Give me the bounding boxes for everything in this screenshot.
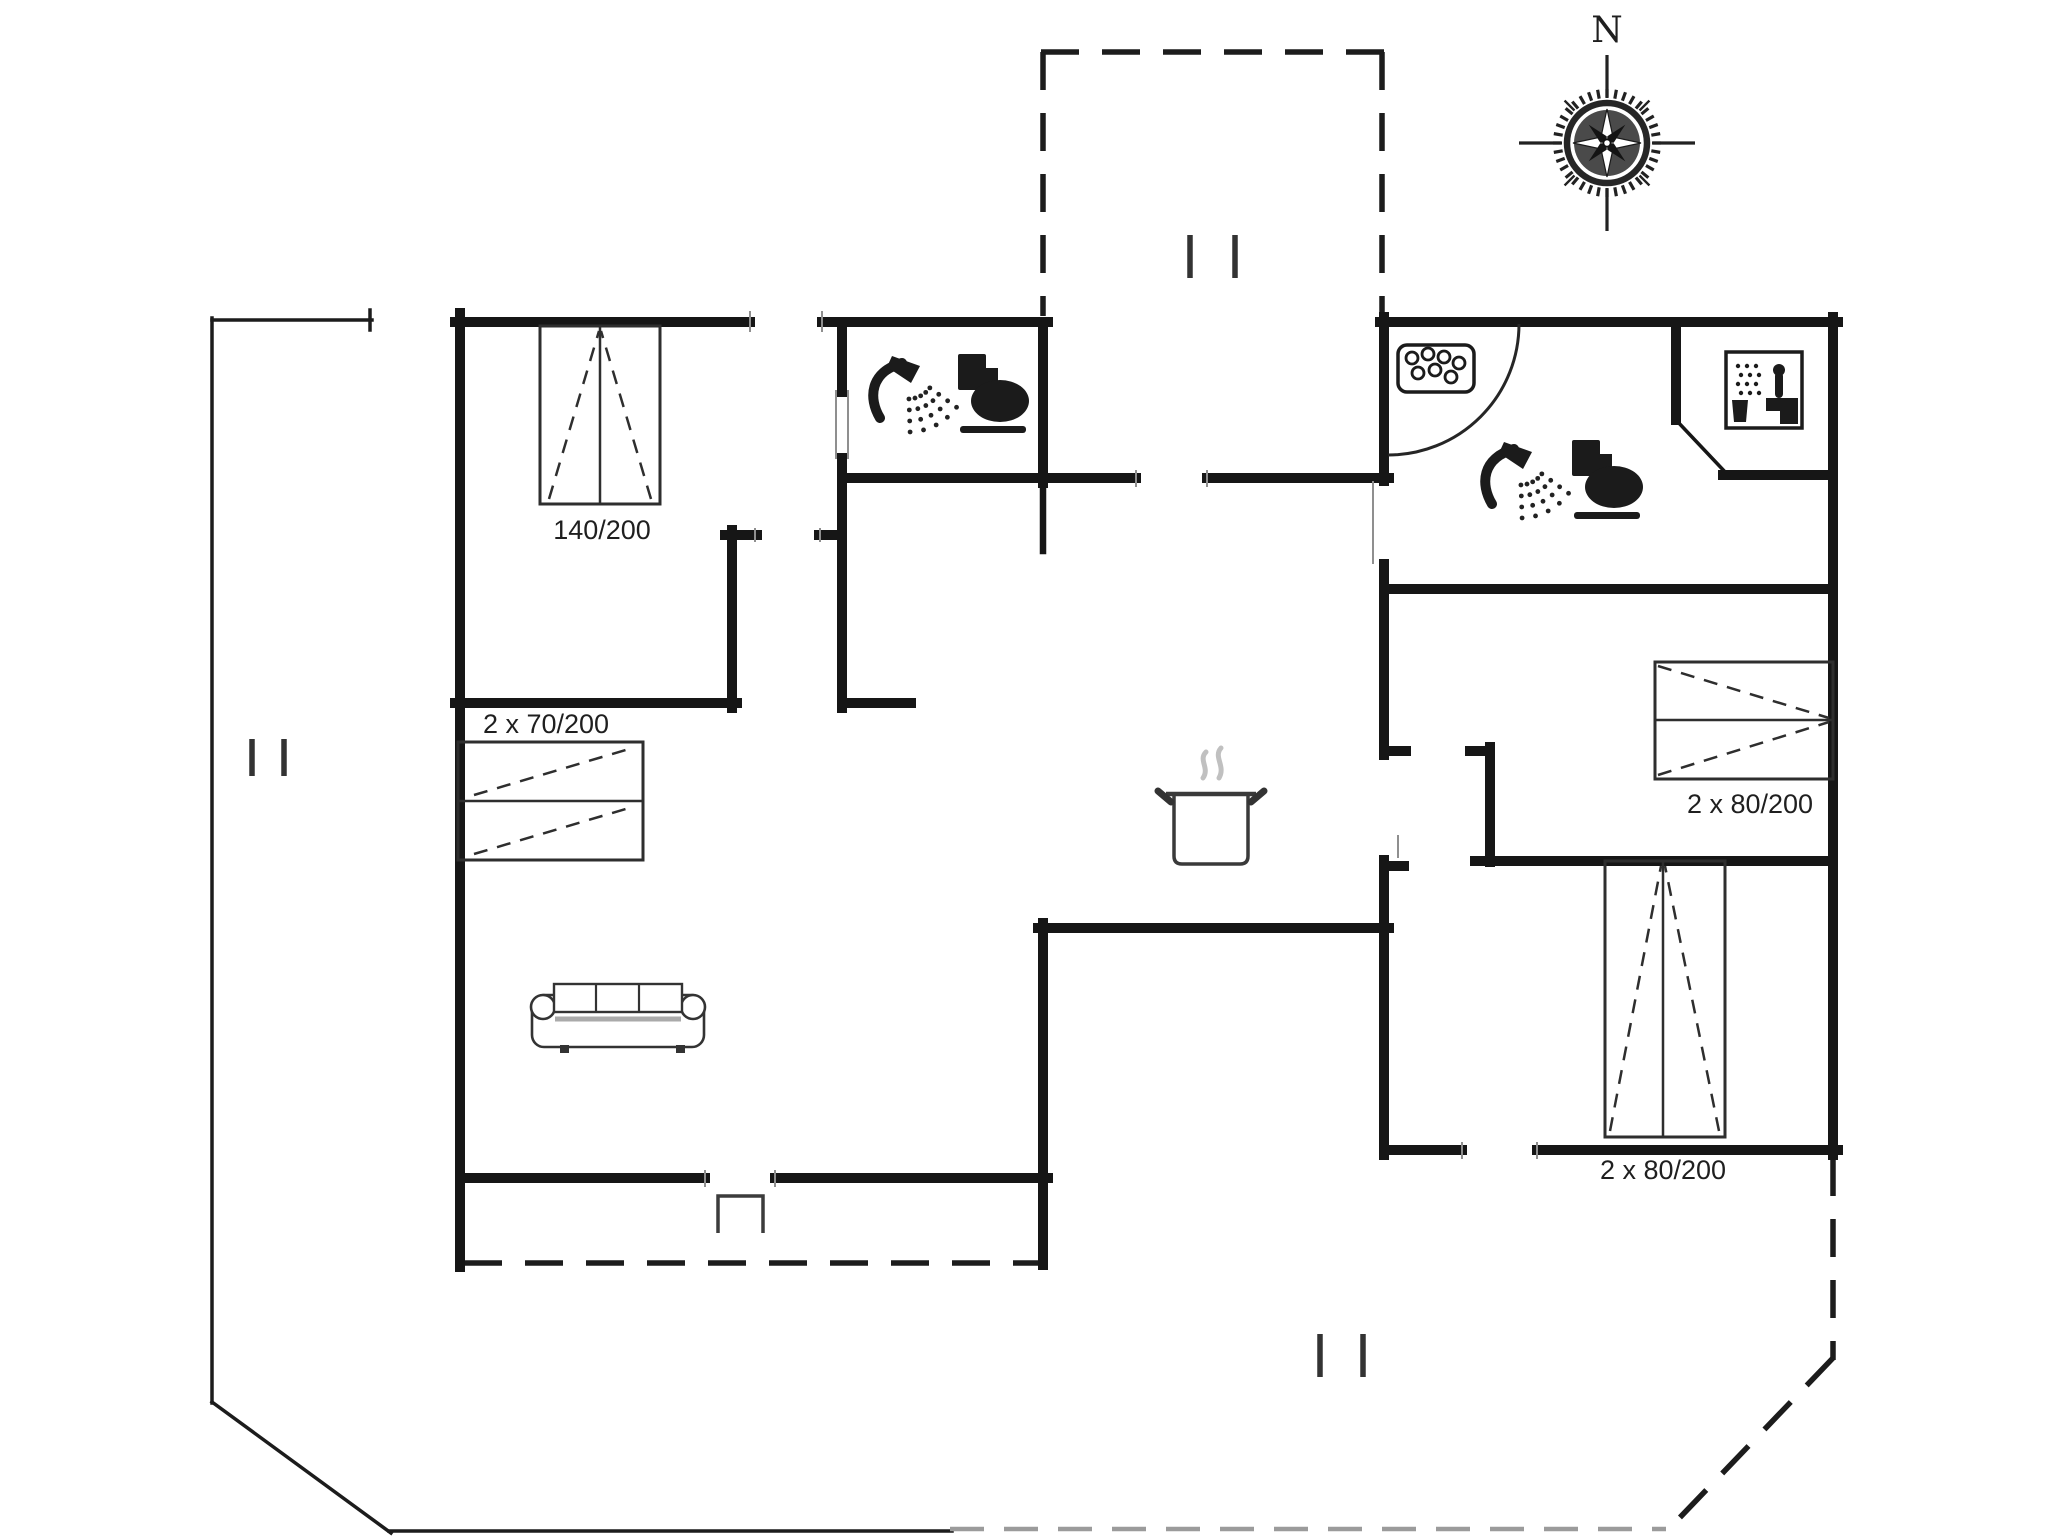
bed-symbol xyxy=(1603,859,1727,1139)
compass-north-label: N xyxy=(1591,10,1623,51)
door-swing-arc xyxy=(1387,323,1521,457)
bed-diagonal xyxy=(1663,865,1721,1132)
toilet-icon xyxy=(1572,440,1643,519)
stove-pot-icon xyxy=(1154,745,1268,866)
bed-diagonal xyxy=(473,747,630,797)
shower-icon xyxy=(1480,442,1571,521)
labels-layer: 140/200 2 x 70/200 2 x 80/200 2 x 80/200 xyxy=(483,515,1813,1185)
shower-icon xyxy=(868,356,959,435)
bed-size-label: 2 x 80/200 xyxy=(1687,789,1813,819)
toilet-icon xyxy=(958,354,1029,433)
bed-diagonal xyxy=(547,330,601,500)
sauna-door-leaf xyxy=(1674,418,1729,476)
site-boundary-line xyxy=(209,1399,394,1536)
bed-size-label: 140/200 xyxy=(553,515,651,545)
whirlpool-icon xyxy=(1396,343,1476,394)
icons-layer xyxy=(529,343,1804,1053)
walls-layer xyxy=(249,235,1843,1377)
terrace-dashed-line xyxy=(1664,1356,1835,1534)
bed-diagonal xyxy=(599,330,653,500)
bed-size-label: 2 x 70/200 xyxy=(483,709,609,739)
sofa-icon xyxy=(529,982,707,1053)
beds-layer xyxy=(456,324,1835,1139)
bed-diagonal xyxy=(473,806,630,856)
boundary-layer xyxy=(209,49,1836,1536)
bed-size-label: 2 x 80/200 xyxy=(1600,1155,1726,1185)
bed-diagonal xyxy=(1657,720,1830,777)
bed-diagonal xyxy=(1608,865,1663,1132)
compass-rose: N xyxy=(1519,10,1695,231)
bed-outline xyxy=(1603,859,1727,1139)
sauna-icon xyxy=(1724,350,1804,430)
bed-symbol xyxy=(1653,660,1835,781)
bed-symbol xyxy=(456,740,645,862)
bed-symbol xyxy=(538,324,662,506)
bed-diagonal xyxy=(1657,664,1830,720)
terrace-door-symbol xyxy=(716,1194,765,1233)
